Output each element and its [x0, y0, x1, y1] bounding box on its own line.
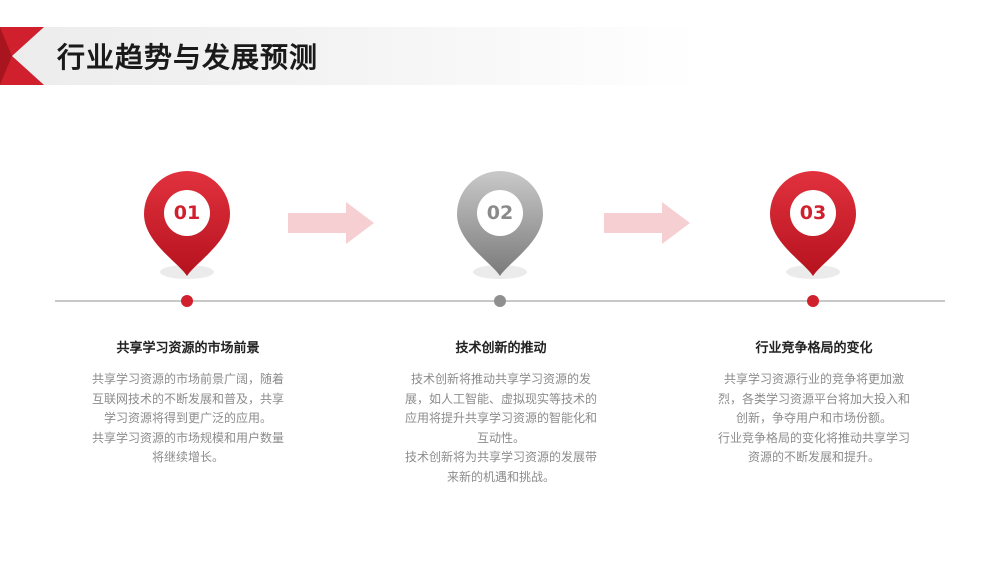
timeline-dot-3	[807, 295, 819, 307]
header-band	[0, 27, 700, 85]
step-2-paragraph: 技术创新将推动共享学习资源的发展，如人工智能、虚拟现实等技术的应用将提升共享学习…	[404, 372, 597, 445]
step-3-number: 03	[799, 202, 827, 224]
location-pin-icon	[457, 171, 543, 279]
step-3-paragraph: 共享学习资源行业的竞争将更加激烈，各类学习资源平台将加大投入和创新，争夺用户和市…	[717, 372, 910, 425]
step-1-description: 共享学习资源的市场前景广阔，随着互联网技术的不断发展和普及，共享学习资源将得到更…	[88, 370, 288, 468]
step-1-pin: 01	[142, 170, 232, 282]
timeline-dot-2	[494, 295, 506, 307]
step-3-title: 行业竞争格局的变化	[755, 341, 873, 356]
step-1-title: 共享学习资源的市场前景	[116, 341, 260, 356]
step-2-title: 技术创新的推动	[455, 341, 547, 356]
location-pin-icon	[144, 171, 230, 279]
page-title: 行业趋势与发展预测	[57, 41, 319, 74]
step-1-paragraph: 共享学习资源的市场前景广阔，随着互联网技术的不断发展和普及，共享学习资源将得到更…	[91, 372, 284, 425]
step-1-paragraph: 共享学习资源的市场规模和用户数量将继续增长。	[91, 430, 284, 465]
step-2-description: 技术创新将推动共享学习资源的发展，如人工智能、虚拟现实等技术的应用将提升共享学习…	[401, 370, 601, 487]
timeline-dot-1	[181, 295, 193, 307]
step-1-number: 01	[173, 202, 201, 224]
location-pin-icon	[770, 171, 856, 279]
step-2-paragraph: 技术创新将为共享学习资源的发展带来新的机遇和挑战。	[404, 450, 597, 484]
header-flag-icon	[0, 27, 44, 85]
step-3-paragraph: 行业竞争格局的变化将推动共享学习资源的不断发展和提升。	[717, 430, 910, 465]
arrow-right-icon	[288, 202, 374, 244]
arrow-right-icon	[604, 202, 690, 244]
step-3-pin: 03	[768, 170, 858, 282]
step-2-number: 02	[486, 202, 514, 224]
step-3-description: 共享学习资源行业的竞争将更加激烈，各类学习资源平台将加大投入和创新，争夺用户和市…	[714, 370, 914, 468]
step-2-pin: 02	[455, 170, 545, 282]
